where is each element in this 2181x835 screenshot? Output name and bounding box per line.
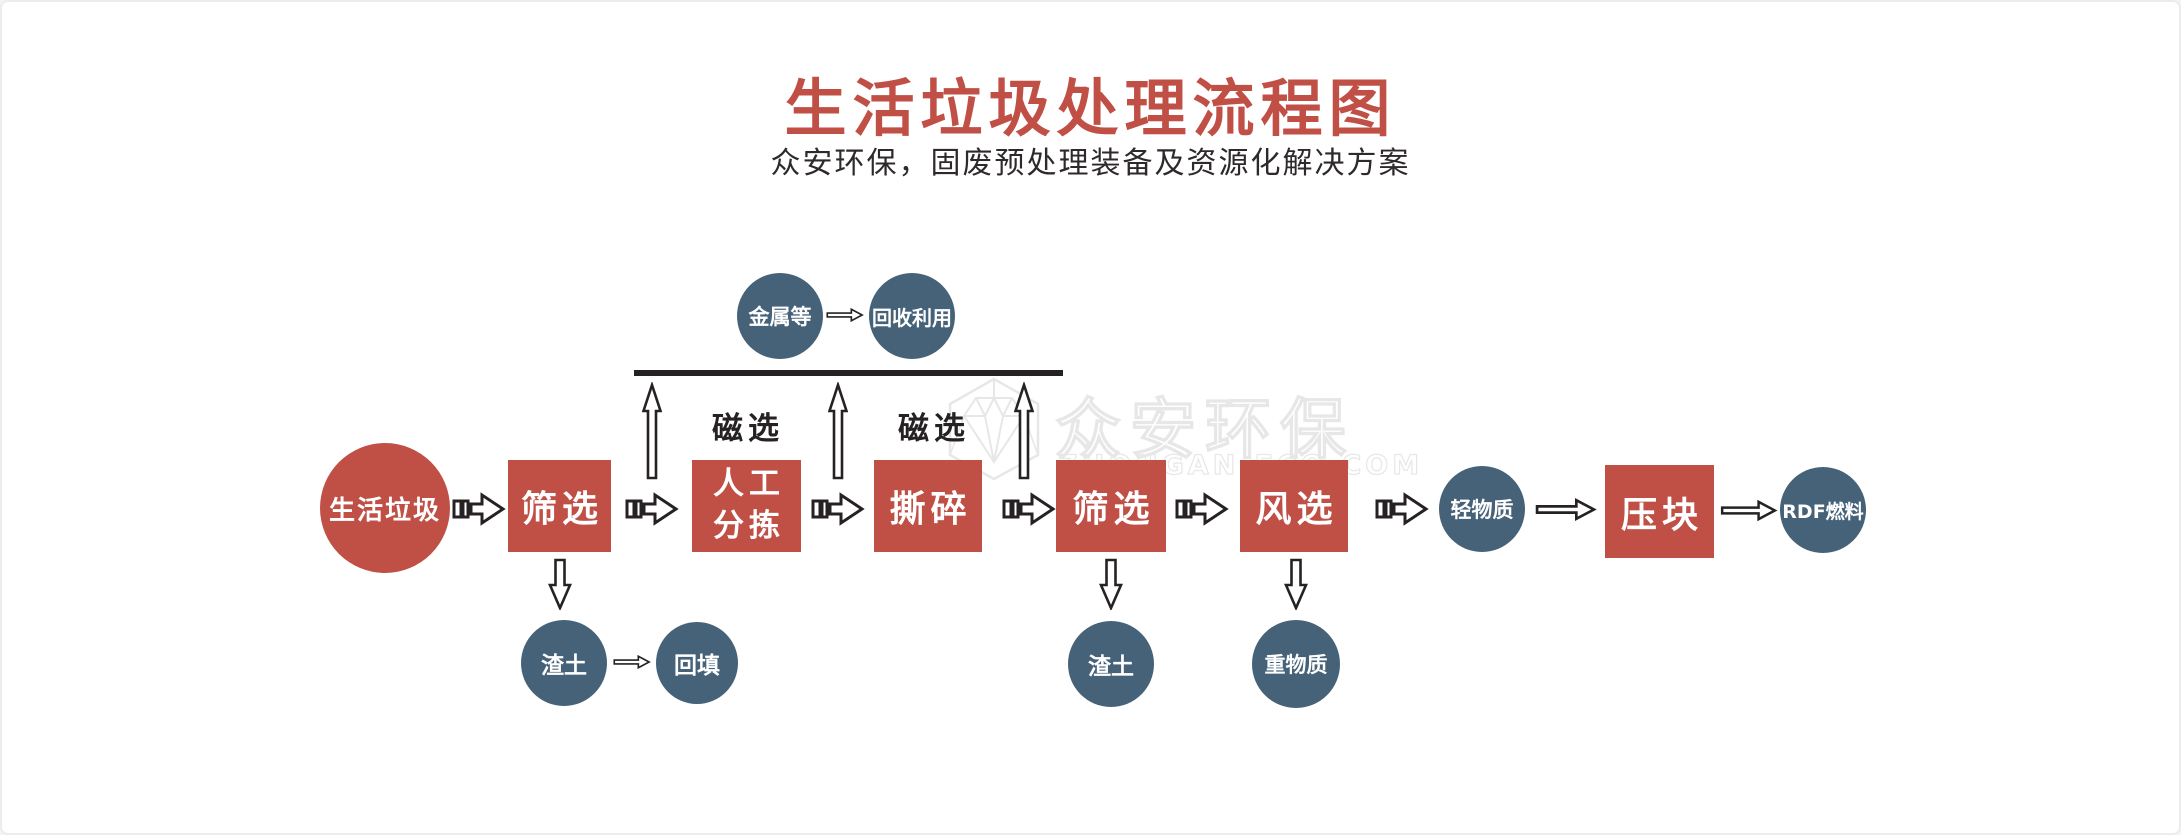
node-backfill: 回填 — [656, 622, 738, 704]
ribbed-block-arrow-right-icon — [451, 490, 507, 528]
node-screening-2: 筛选 — [1056, 460, 1166, 552]
node-label: 回填 — [674, 653, 720, 679]
gem-watermark-logo-icon — [948, 377, 1040, 481]
outline-arrow-up-icon — [642, 382, 662, 480]
node-shredding: 撕碎 — [874, 460, 982, 552]
node-label: 金属等 — [748, 305, 812, 329]
node-label-line1: 人工 — [713, 466, 785, 503]
node-label: 渣土 — [1088, 654, 1134, 680]
outline-arrow-right-icon — [613, 651, 651, 673]
ribbed-block-arrow-right-icon — [1001, 490, 1057, 528]
node-residue-2: 渣土 — [1068, 621, 1154, 707]
page-subtitle: 众安环保，固废预处理装备及资源化解决方案 — [770, 146, 1411, 181]
node-label: 生活垃圾 — [328, 495, 441, 526]
magnetic-separation-label-2: 磁选 — [898, 411, 970, 447]
ribbed-block-arrow-right-icon — [624, 490, 680, 528]
node-label: RDF燃料 — [1782, 500, 1864, 523]
node-recycling: 回收利用 — [869, 273, 955, 359]
outline-arrow-right-icon — [826, 304, 864, 326]
watermark-brand-text: 众安环保 — [1054, 390, 1355, 468]
outline-arrow-down-icon — [1284, 558, 1308, 610]
node-label: 压块 — [1620, 494, 1703, 536]
page-title: 生活垃圾处理流程图 — [784, 72, 1397, 145]
ribbed-block-arrow-right-icon — [1174, 490, 1230, 528]
node-screening-1: 筛选 — [508, 460, 611, 552]
ribbed-block-arrow-right-icon — [1374, 490, 1430, 528]
node-label: 重物质 — [1264, 653, 1328, 677]
node-residue-1: 渣土 — [521, 620, 607, 706]
outline-arrow-down-icon — [1099, 558, 1123, 610]
outline-arrow-up-icon — [1014, 382, 1034, 480]
magnetic-separation-label-1: 磁选 — [712, 411, 784, 447]
node-rdf-fuel: RDF燃料 — [1780, 467, 1866, 553]
node-label: 撕碎 — [889, 489, 972, 530]
node-label-line2: 分拣 — [713, 508, 785, 544]
node-label: 轻物质 — [1450, 498, 1514, 522]
outline-arrow-right-icon — [1720, 499, 1778, 522]
node-label: 筛选 — [1072, 489, 1155, 530]
node-baling: 压块 — [1605, 465, 1714, 558]
node-household-waste: 生活垃圾 — [320, 443, 450, 573]
node-metals: 金属等 — [737, 273, 823, 359]
node-label: 筛选 — [520, 489, 603, 530]
ribbed-block-arrow-right-icon — [810, 490, 866, 528]
node-label: 渣土 — [541, 653, 587, 679]
outline-arrow-up-icon — [828, 382, 848, 480]
node-heavy-material: 重物质 — [1252, 620, 1340, 708]
node-label: 回收利用 — [872, 305, 952, 330]
node-label: 风选 — [1255, 489, 1338, 530]
node-manual-sorting: 人工 分拣 — [692, 460, 801, 552]
outline-arrow-down-icon — [548, 558, 572, 610]
node-light-material: 轻物质 — [1439, 466, 1525, 552]
node-air-separation: 风选 — [1240, 460, 1348, 552]
magnetic-collection-line — [634, 370, 1063, 376]
outline-arrow-right-icon — [1535, 497, 1597, 522]
